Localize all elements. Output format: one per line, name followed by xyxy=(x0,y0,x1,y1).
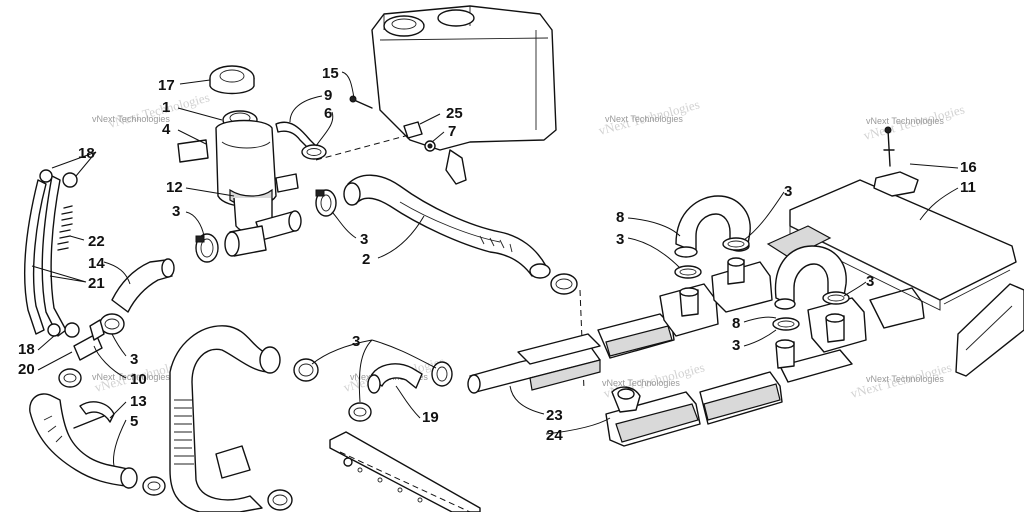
hose-clamp xyxy=(142,476,166,496)
hose-clamp xyxy=(267,489,293,511)
filler-neck-bottle xyxy=(215,110,302,257)
callout-6: 6 xyxy=(324,105,332,122)
watermark: vNext Technologies xyxy=(866,116,944,126)
spring xyxy=(57,205,73,251)
hose-clamp xyxy=(195,233,219,263)
callout-19: 19 xyxy=(422,409,439,426)
callout-3: 3 xyxy=(784,183,792,200)
callout-9: 9 xyxy=(324,87,332,104)
hose-clamp xyxy=(722,237,750,251)
callout-18: 18 xyxy=(78,145,95,162)
small-clamp xyxy=(47,322,80,338)
hose-bracket xyxy=(73,401,115,429)
heat-exchanger-middle xyxy=(597,261,925,359)
callout-18: 18 xyxy=(18,341,35,358)
callout-5: 5 xyxy=(130,413,138,430)
callout-3: 3 xyxy=(616,231,624,248)
watermark: vNext Technologies xyxy=(92,114,170,124)
watermark: vNext Technologies xyxy=(602,378,680,388)
callout-17: 17 xyxy=(158,77,175,94)
callout-14: 14 xyxy=(88,255,105,272)
chassis-frame-rail xyxy=(329,431,481,512)
callout-labels: 17 15 9 1 25 6 4 7 18 12 3 3 22 2 14 21 … xyxy=(18,65,977,444)
bolt xyxy=(349,95,373,109)
corrugated-hose xyxy=(169,325,281,512)
hose-clamp xyxy=(58,368,82,388)
watermark: vNext Technologies xyxy=(605,114,683,124)
hose-clamp xyxy=(431,361,453,387)
callout-3: 3 xyxy=(172,203,180,220)
callout-1: 1 xyxy=(162,99,170,116)
callout-15: 15 xyxy=(322,65,339,82)
elbow-hose xyxy=(111,258,175,313)
heat-exchanger-rear xyxy=(766,179,1017,311)
bypass-hose-pair xyxy=(24,169,78,337)
radiator-cap xyxy=(209,65,255,95)
callout-23: 23 xyxy=(546,407,563,424)
callout-3: 3 xyxy=(360,231,368,248)
leader-lines xyxy=(31,71,959,467)
callout-16: 16 xyxy=(960,159,977,176)
tee-fitting xyxy=(73,319,105,361)
watermark: vNext Technologies xyxy=(866,374,944,384)
label-decal xyxy=(177,139,209,163)
callout-11: 11 xyxy=(960,179,976,196)
callout-3: 3 xyxy=(352,333,360,350)
callout-3: 3 xyxy=(732,337,740,354)
callout-25: 25 xyxy=(446,105,463,122)
heat-exchanger-lower xyxy=(605,349,853,447)
coolant-hose-long xyxy=(343,174,551,279)
fitting-stub xyxy=(679,257,845,369)
callout-10: 10 xyxy=(130,371,147,388)
hose-clamp xyxy=(674,265,702,279)
hose-clamp xyxy=(293,358,319,382)
callout-22: 22 xyxy=(88,233,105,250)
watermark: vNext Technologies xyxy=(107,90,211,131)
callout-2: 2 xyxy=(362,251,370,268)
callout-13: 13 xyxy=(130,393,147,410)
short-hose xyxy=(367,363,423,394)
rubber-pad xyxy=(873,171,919,197)
callout-7: 7 xyxy=(448,123,456,140)
callout-12: 12 xyxy=(166,179,183,196)
callout-3: 3 xyxy=(130,351,138,368)
hose-clamp xyxy=(301,144,327,160)
callout-8: 8 xyxy=(732,315,740,332)
hose-clamp xyxy=(822,291,850,305)
callout-24: 24 xyxy=(546,427,563,444)
fastener-pin xyxy=(883,126,895,167)
callout-4: 4 xyxy=(162,121,171,138)
hose-clamp xyxy=(99,313,125,335)
coolant-reservoir-tank xyxy=(315,5,557,185)
mounting-plate xyxy=(955,283,1024,377)
hose-clamp xyxy=(315,189,337,217)
callout-8: 8 xyxy=(616,209,624,226)
heat-exchanger-front xyxy=(467,333,601,394)
hose-clamp xyxy=(348,402,372,422)
callout-20: 20 xyxy=(18,361,35,378)
grommet xyxy=(403,121,436,152)
callout-3: 3 xyxy=(866,273,874,290)
lower-hose xyxy=(29,393,138,489)
hose-clamp xyxy=(550,273,578,295)
watermark: vNext Technologies xyxy=(92,372,170,382)
callout-21: 21 xyxy=(88,275,105,292)
hose-clamp xyxy=(772,317,800,331)
